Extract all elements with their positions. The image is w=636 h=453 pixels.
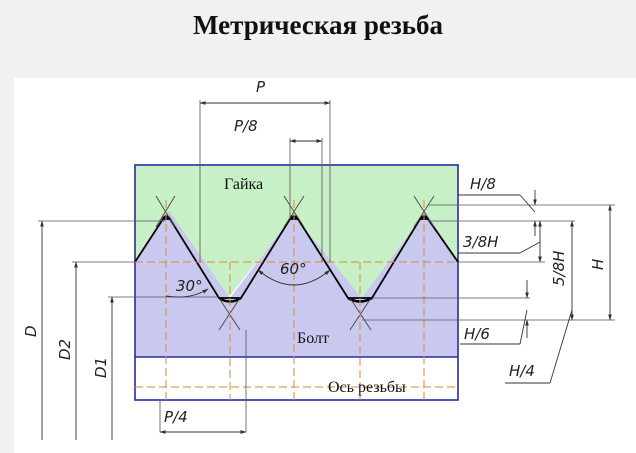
dim-d: D [22,325,40,337]
dim-h-3-8: 3/8H [463,233,498,251]
bolt-label: Болт [297,330,329,347]
dim-h-5-8: 5/8H [550,251,568,286]
dim-h-6: H/6 [464,325,490,343]
dim-h-4: H/4 [509,362,535,380]
reference-lines [38,100,615,432]
page-title: Метрическая резьба [193,10,443,40]
dim-h-8: H/8 [470,175,496,193]
angle-profile: 60° [280,260,307,278]
angle-flank: 30° [176,277,203,295]
dim-pitch-8: P/8 [234,117,258,135]
dimension-lines [40,101,612,440]
angle-arcs [165,269,331,298]
dim-pitch-4: P/4 [164,408,188,426]
dim-d2: D2 [56,339,74,360]
dim-h-full: H [589,259,607,270]
dim-d1: D1 [92,357,110,378]
nut-label: Гайка [224,176,263,193]
axis-label: Ось резьбы [328,379,406,396]
dim-pitch: P [256,78,266,96]
nut-region [135,165,458,298]
thread-frame [134,164,459,401]
center-lines [135,200,458,400]
